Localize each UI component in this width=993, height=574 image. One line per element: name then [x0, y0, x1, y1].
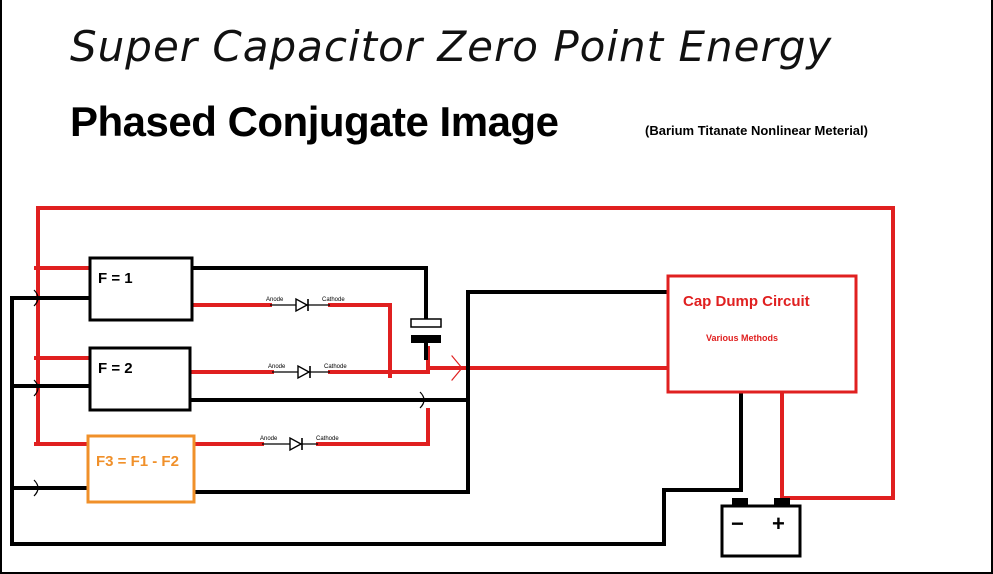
source-f3: F3 = F1 - F2: [86, 434, 196, 504]
battery-negative-sign: −: [731, 511, 744, 536]
cap-dump-title: Cap Dump Circuit: [683, 293, 810, 310]
diode-1-anode-label: Anode: [266, 297, 284, 303]
diode-3: Anode Cathode: [260, 436, 339, 452]
diagram-title: Super Capacitor Zero Point Energy: [70, 22, 833, 71]
battery-terminal-negative: [732, 498, 748, 506]
diode-2: Anode Cathode: [268, 364, 347, 380]
source-f2-label: F = 2: [98, 360, 133, 377]
diode-3-anode-label: Anode: [260, 436, 278, 442]
capacitor: [410, 318, 442, 343]
hop-d: [419, 391, 425, 409]
red-d1-out: [328, 303, 392, 378]
source-f1-label: F = 1: [98, 270, 133, 287]
cap-dump-subtitle: Various Methods: [706, 333, 778, 343]
cap-dump-circuit: Cap Dump Circuit Various Methods: [666, 274, 858, 394]
black-outer-loop: [10, 296, 743, 546]
source-f3-label: F3 = F1 - F2: [96, 453, 179, 470]
battery-body: [720, 504, 802, 558]
wire-hops: [33, 289, 425, 497]
diode-1-symbol: [295, 297, 309, 313]
source-f1-box: [88, 256, 194, 322]
source-f2: F = 2: [88, 346, 192, 412]
red-d3-out: [316, 408, 430, 446]
outer-red-loop: [36, 206, 895, 500]
battery: − +: [720, 498, 802, 558]
material-note: (Barium Titanate Nonlinear Meterial): [645, 123, 868, 138]
cap-dump-box: [666, 274, 858, 394]
diode-2-anode-label: Anode: [268, 364, 286, 370]
diode-3-symbol: [289, 436, 303, 452]
capacitor-plate-bottom: [411, 335, 441, 343]
diode-2-cathode-label: Cathode: [324, 364, 347, 370]
battery-positive-sign: +: [772, 511, 785, 536]
red-hop-1: [451, 355, 463, 381]
diode-2-symbol: [297, 364, 311, 380]
diode-1-cathode-label: Cathode: [322, 297, 345, 303]
battery-terminal-positive: [774, 498, 790, 506]
black-f1-top: [190, 266, 428, 320]
hop-b: [33, 379, 39, 397]
diode-3-cathode-label: Cathode: [316, 436, 339, 442]
source-f1: F = 1: [88, 256, 194, 322]
diagram-subtitle: Phased Conjugate Image: [70, 98, 559, 145]
source-f2-box: [88, 346, 192, 412]
black-wires: [10, 266, 743, 546]
hop-a: [33, 289, 39, 307]
diode-1: Anode Cathode: [266, 297, 345, 313]
capacitor-plate-top: [410, 318, 442, 328]
hop-c: [33, 479, 39, 497]
source-f3-box: [86, 434, 196, 504]
